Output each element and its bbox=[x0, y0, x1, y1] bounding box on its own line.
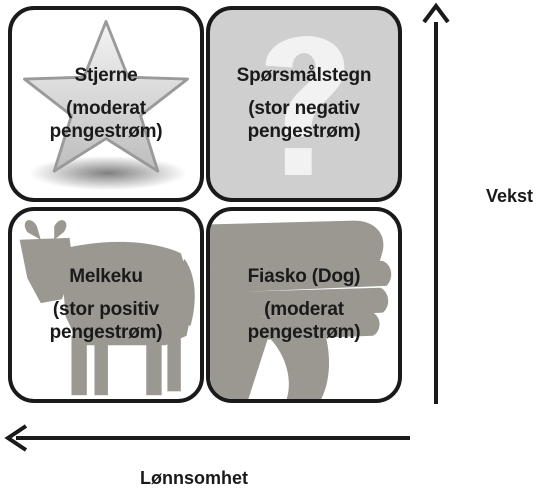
vertical-axis-arrow bbox=[422, 2, 450, 404]
quadrant-star-title: Stjerne bbox=[74, 65, 138, 86]
quadrant-cow-desc-1: (stor positiv bbox=[52, 299, 160, 320]
vertical-axis-label: Vekst bbox=[486, 186, 534, 206]
quadrant-question-desc-2: pengestrøm) bbox=[247, 121, 361, 142]
quadrant-question-desc-1: (stor negativ bbox=[248, 98, 360, 119]
quadrant-dog-desc-1: (moderat bbox=[264, 299, 344, 320]
quadrant-cash-cow: Melkeku (stor positiv pengestrøm) bbox=[8, 207, 204, 403]
quadrant-question-label: Spørsmålstegn (stor negativ pengestrøm) bbox=[210, 64, 398, 143]
quadrant-star: Stjerne (moderat pengestrøm) bbox=[8, 6, 204, 202]
quadrant-question-title: Spørsmålstegn bbox=[236, 65, 372, 86]
quadrant-dog-desc-2: pengestrøm) bbox=[247, 322, 361, 343]
horizontal-axis-arrow bbox=[4, 424, 410, 452]
cow-icon bbox=[19, 220, 195, 396]
quadrant-star-desc-2: pengestrøm) bbox=[49, 121, 163, 142]
quadrant-cow-title: Melkeku bbox=[69, 266, 143, 287]
quadrant-dog-title: Fiasko (Dog) bbox=[247, 266, 361, 287]
quadrant-dog-label: Fiasko (Dog) (moderat pengestrøm) bbox=[210, 265, 398, 344]
quadrant-question-mark: Spørsmålstegn (stor negativ pengestrøm) bbox=[206, 6, 402, 202]
quadrant-star-desc-1: (moderat bbox=[66, 98, 146, 119]
horizontal-axis-label: Lønnsomhet bbox=[140, 468, 248, 488]
quadrant-cow-desc-2: pengestrøm) bbox=[49, 322, 163, 343]
quadrant-dog: Fiasko (Dog) (moderat pengestrøm) bbox=[206, 207, 402, 403]
thumbs-down-icon bbox=[210, 220, 392, 399]
quadrant-cow-label: Melkeku (stor positiv pengestrøm) bbox=[12, 265, 200, 344]
star-icon bbox=[23, 20, 189, 191]
quadrant-star-label: Stjerne (moderat pengestrøm) bbox=[12, 64, 200, 143]
question-mark-icon bbox=[265, 36, 345, 175]
